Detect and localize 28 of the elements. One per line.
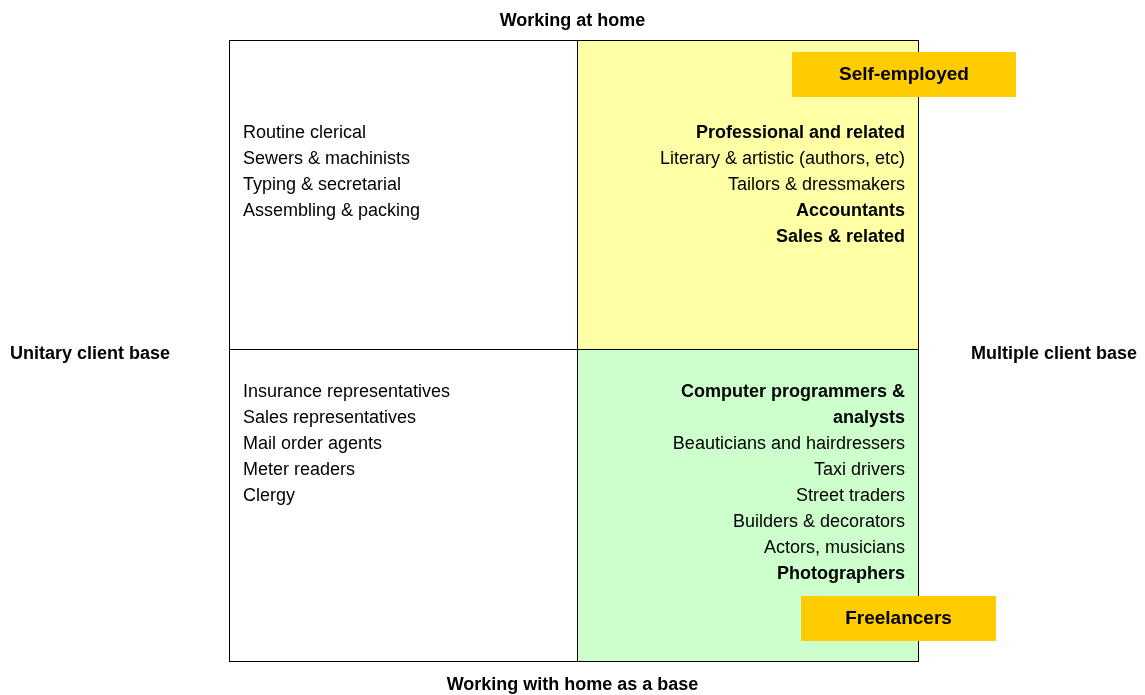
category-tag: Self-employed bbox=[792, 52, 1016, 97]
occupation-text: Sewers & machinists bbox=[243, 147, 411, 170]
occupation-text: Insurance representatives bbox=[243, 380, 451, 403]
occupation-text: Accountants bbox=[796, 199, 905, 222]
occupation-text: Tailors & dressmakers bbox=[727, 173, 905, 196]
occupation-text: Typing & secretarial bbox=[243, 173, 402, 196]
occupation-text: Taxi drivers bbox=[813, 458, 905, 481]
occupation-text: Assembling & packing bbox=[243, 199, 421, 222]
occupation-text: Meter readers bbox=[243, 458, 356, 481]
category-tag: Freelancers bbox=[801, 596, 996, 641]
occupation-text: Photographers bbox=[777, 562, 905, 585]
occupation-text: Builders & decorators bbox=[732, 510, 905, 533]
occupation-text: Beauticians and hairdressers bbox=[672, 432, 905, 455]
occupation-text: Mail order agents bbox=[243, 432, 383, 455]
quadrant-panel bbox=[229, 40, 578, 350]
occupation-text: Computer programmers & analysts bbox=[679, 380, 905, 429]
occupation-text: Sales representatives bbox=[243, 406, 417, 429]
axis-label: Multiple client base bbox=[970, 343, 1137, 363]
axis-label: Working at home bbox=[499, 10, 646, 30]
occupation-text: Literary & artistic (authors, etc) bbox=[659, 147, 905, 170]
occupation-text: Street traders bbox=[795, 484, 905, 507]
occupation-text: Professional and related bbox=[695, 121, 905, 144]
occupation-text: Routine clerical bbox=[243, 121, 367, 144]
axis-label: Working with home as a base bbox=[446, 674, 699, 694]
occupation-text: Actors, musicians bbox=[763, 536, 905, 559]
occupation-text: Clergy bbox=[243, 484, 295, 507]
occupation-text: Sales & related bbox=[775, 225, 905, 248]
axis-label: Unitary client base bbox=[10, 343, 171, 363]
